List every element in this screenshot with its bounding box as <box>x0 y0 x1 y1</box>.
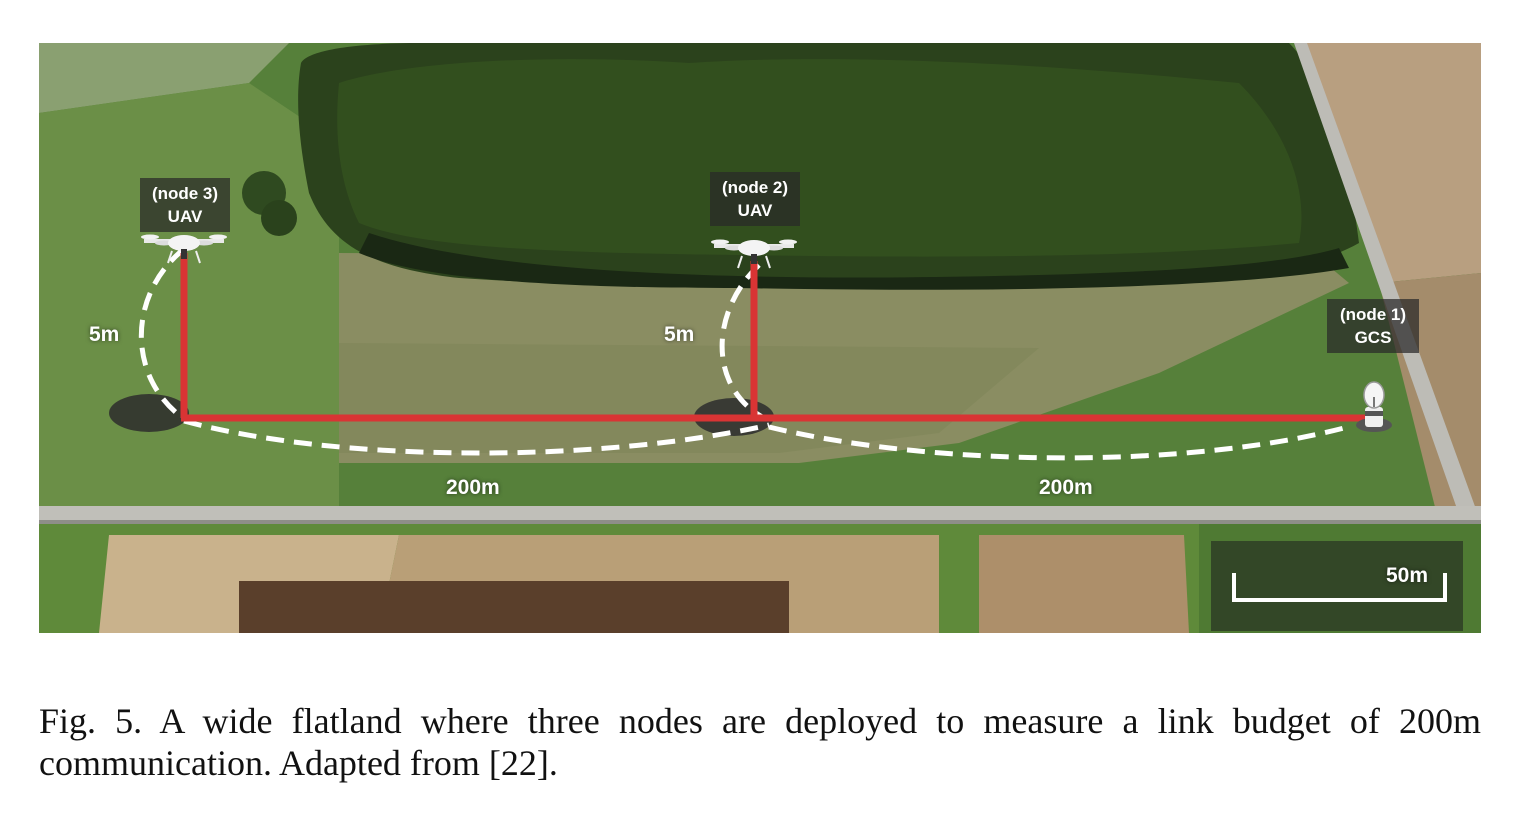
node3-id: (node 3) <box>151 184 219 203</box>
node2-label: (node 2) UAV <box>710 172 800 226</box>
aerial-figure: (node 3) UAV (node 2) UAV (node 1) GCS 5… <box>39 43 1481 633</box>
gcs-antenna-icon <box>1356 381 1392 432</box>
link-lines <box>180 253 1374 422</box>
node1-label: (node 1) GCS <box>1327 299 1419 353</box>
node3-ground-shadow <box>109 394 189 432</box>
scale-box <box>1211 541 1463 631</box>
scale-bar-label: 50m <box>1386 564 1429 587</box>
node2-id: (node 2) <box>721 178 789 197</box>
node2-height-label: 5m <box>664 323 695 346</box>
aerial-photo <box>39 43 1481 633</box>
uav-node3-icon <box>141 234 227 264</box>
node2-role: UAV <box>737 201 773 220</box>
distance-label-right: 200m <box>1039 476 1093 499</box>
node1-role: GCS <box>1354 328 1392 347</box>
distance-label-left: 200m <box>446 476 500 499</box>
node1-id: (node 1) <box>1339 305 1407 324</box>
dashed-arcs <box>138 247 1345 461</box>
node3-label: (node 3) UAV <box>140 178 230 232</box>
node3-role: UAV <box>167 207 203 226</box>
node3-height-label: 5m <box>89 323 120 346</box>
uav-node2-icon <box>711 239 797 269</box>
figure-caption: Fig. 5. A wide flatland where three node… <box>39 701 1481 783</box>
